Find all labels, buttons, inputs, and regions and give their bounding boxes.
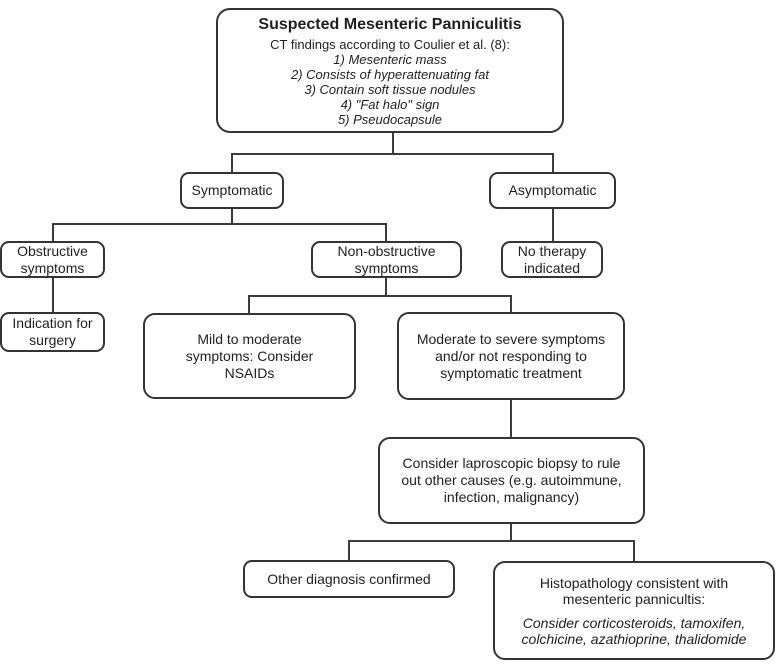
connector-to-no-therapy — [552, 209, 554, 241]
connector-top-stem — [392, 133, 394, 154]
connector-to-moderate — [510, 295, 512, 312]
node-consider-laproscopic-biopsy: Consider laproscopic biopsy to rule out … — [378, 437, 645, 524]
connector-split-obstructive — [52, 223, 387, 225]
connector-split-severity — [248, 295, 512, 297]
node-label: Symptomatic — [191, 182, 273, 198]
ct-finding-4: 4) "Fat halo" sign — [340, 96, 440, 112]
node-label: Consider laproscopic biopsy to rule out … — [401, 455, 622, 505]
connector-to-obstructive — [52, 223, 54, 241]
connector-symptomatic-stem — [231, 209, 233, 225]
connector-split-outcome — [348, 540, 635, 542]
node-label: Mild to moderate symptoms: Consider NSAI… — [185, 330, 314, 381]
ct-finding-5: 5) Pseudocapsule — [337, 111, 443, 127]
node-label: Obstructive symptoms — [17, 242, 88, 276]
node-histopathology-consistent: Histopathology consistent with mesenteri… — [493, 561, 775, 660]
ct-finding-3: 3) Contain soft tissue nodules — [304, 81, 476, 97]
node-label: No therapy indicated — [517, 242, 587, 276]
node-label: Histopathology consistent with mesenteri… — [539, 574, 729, 607]
node-label: Indication for surgery — [12, 315, 93, 348]
node-obstructive-symptoms: Obstructive symptoms — [0, 241, 105, 278]
node-no-therapy-indicated: No therapy indicated — [501, 241, 603, 278]
node-asymptomatic: Asymptomatic — [489, 172, 616, 209]
connector-to-asymptomatic — [552, 153, 554, 172]
node-indication-for-surgery: Indication for surgery — [0, 312, 105, 352]
node-non-obstructive-symptoms: Non-obstructive symptoms — [311, 241, 462, 278]
node-suspected-mesenteric-panniculitis: Suspected Mesenteric Panniculitis CT fin… — [216, 8, 564, 133]
node-label: Non-obstructive symptoms — [337, 242, 436, 276]
connector-to-symptomatic — [231, 153, 233, 172]
treatment-options: Consider corticosteroids, tamoxifen, col… — [521, 614, 747, 647]
connector-to-biopsy — [510, 400, 512, 437]
node-label: Other diagnosis confirmed — [267, 570, 431, 587]
connector-to-histopathology — [633, 540, 635, 561]
connector-to-other-dx — [348, 540, 350, 560]
node-subtitle: CT findings according to Coulier et al. … — [270, 36, 510, 52]
connector-split-symptomatic — [231, 153, 554, 155]
connector-to-nonobstructive — [385, 223, 387, 241]
node-label: Asymptomatic — [508, 182, 597, 198]
node-symptomatic: Symptomatic — [180, 172, 284, 209]
node-label: Moderate to severe symptoms and/or not r… — [416, 330, 606, 381]
connector-nonobstr-stem — [385, 278, 387, 297]
ct-finding-2: 2) Consists of hyperattenuating fat — [290, 66, 489, 82]
node-mild-consider-nsaids: Mild to moderate symptoms: Consider NSAI… — [143, 313, 356, 399]
node-title: Suspected Mesenteric Panniculitis — [258, 15, 522, 33]
connector-to-surgery — [52, 278, 54, 312]
node-other-diagnosis-confirmed: Other diagnosis confirmed — [243, 560, 455, 598]
node-moderate-severe-symptoms: Moderate to severe symptoms and/or not r… — [397, 312, 625, 400]
ct-finding-1: 1) Mesenteric mass — [333, 51, 447, 67]
connector-to-mild — [248, 295, 250, 313]
connector-biopsy-stem — [510, 524, 512, 541]
